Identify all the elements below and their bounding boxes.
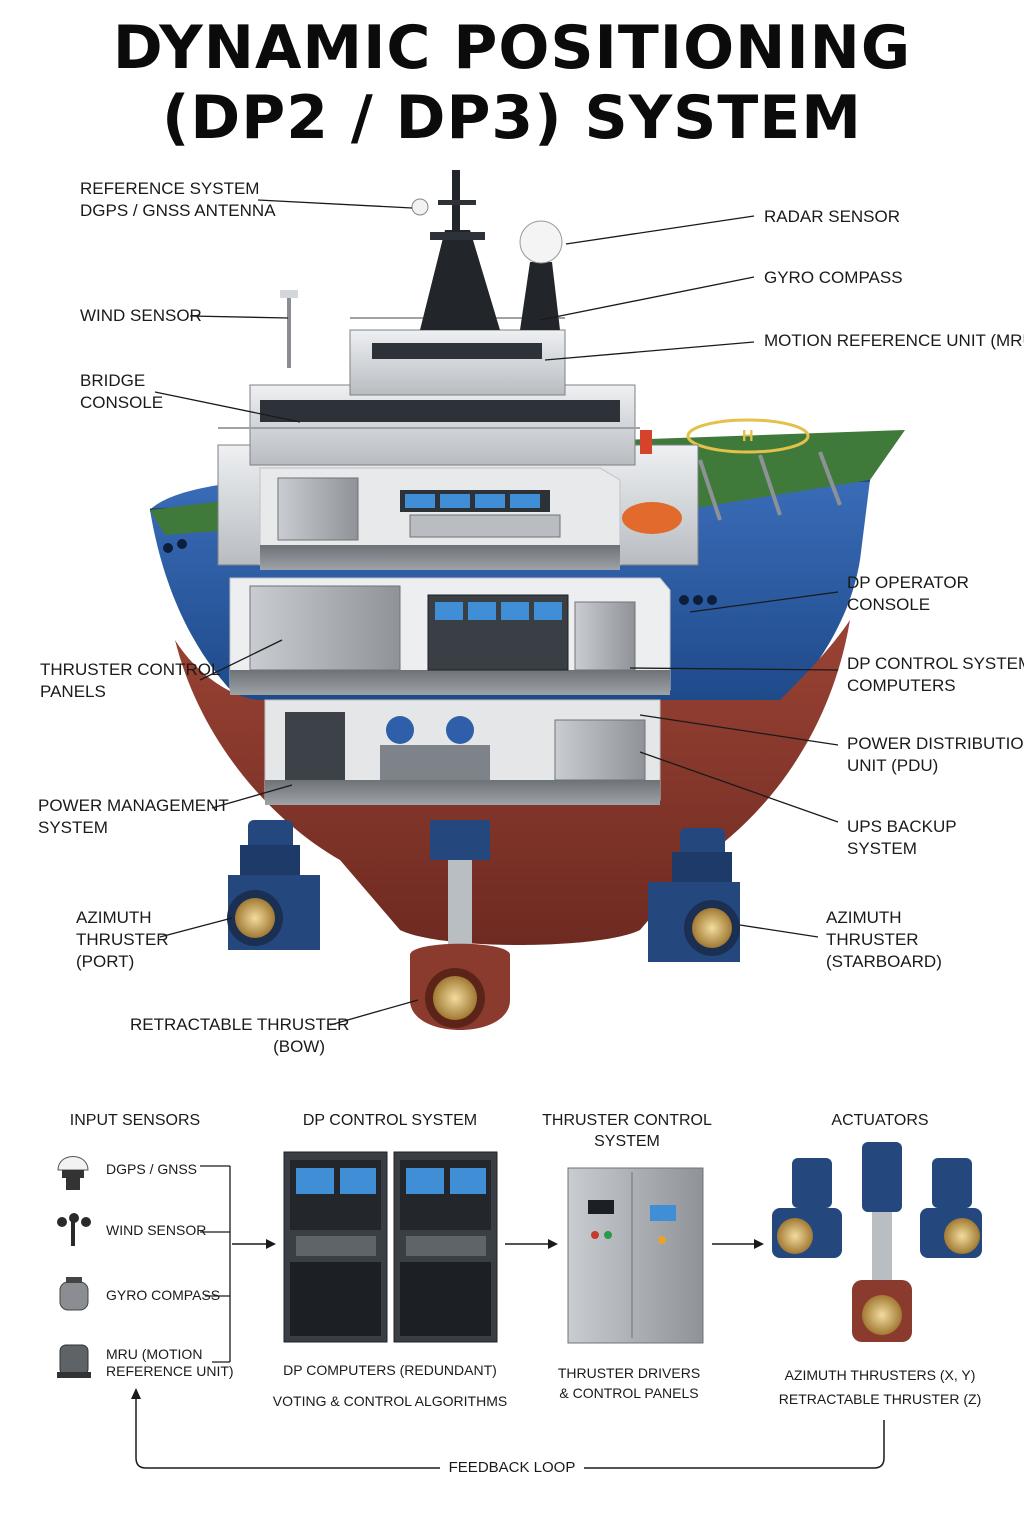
label-reference-system: REFERENCE SYSTEM DGPS / GNSS ANTENNA xyxy=(80,179,276,220)
wind-sensor-mast xyxy=(280,290,298,368)
label-thruster-control-panels: THRUSTER CONTROL PANELS xyxy=(40,660,221,701)
label-bridge-console: BRIDGE CONSOLE xyxy=(80,371,164,412)
radar-dome-icon xyxy=(519,220,563,264)
actuator-icons xyxy=(772,1142,982,1342)
flow-header-actuators: ACTUATORS xyxy=(831,1112,929,1129)
label-power-distribution-unit: POWER DISTRIBUTION UNIT (PDU) xyxy=(847,734,1024,775)
helipad-marking xyxy=(686,418,810,454)
sensor-label-wind: WIND SENSOR xyxy=(106,1222,207,1238)
crew-figure xyxy=(640,430,652,454)
label-wind-sensor: WIND SENSOR xyxy=(80,306,202,325)
label-radar-sensor: RADAR SENSOR xyxy=(764,207,901,226)
helideck-supports xyxy=(698,451,842,521)
sensor-label-gyro: GYRO COMPASS xyxy=(106,1287,221,1303)
feedback-loop-arrow xyxy=(131,1388,885,1469)
callout-leader-lines xyxy=(154,199,839,1026)
azimuth-thruster-port xyxy=(227,820,320,950)
sensor-label-dgps: DGPS / GNSS xyxy=(106,1161,198,1177)
sensor-bracket xyxy=(200,1165,231,1363)
page-title-line-2: (DP2 / DP3) SYSTEM xyxy=(162,83,862,153)
label-azimuth-thruster-starboard: AZIMUTH THRUSTER (STARBOARD) xyxy=(826,908,942,971)
flow-header-input-sensors: INPUT SENSORS xyxy=(69,1112,201,1129)
cutaway-deck-3 xyxy=(264,699,661,805)
label-retractable-thruster-bow: RETRACTABLE THRUSTER (BOW) xyxy=(130,1015,350,1056)
label-motion-reference-unit: MOTION REFERENCE UNIT (MRU) xyxy=(764,331,1024,350)
label-dp-control-computers: DP CONTROL SYSTEM COMPUTERS xyxy=(847,654,1024,695)
helipad-h-icon: H xyxy=(742,428,754,445)
label-power-management: POWER MANAGEMENT SYSTEM xyxy=(38,796,229,837)
caption-voting-algorithms: VOTING & CONTROL ALGORITHMS xyxy=(272,1393,508,1409)
flow-sensor-icons xyxy=(57,1156,91,1378)
caption-dp-computers: DP COMPUTERS (REDUNDANT) xyxy=(283,1362,497,1378)
flow-header-dp-control: DP CONTROL SYSTEM xyxy=(302,1112,478,1129)
retractable-thruster-bow xyxy=(410,820,510,1030)
flow-arrows xyxy=(232,1239,764,1249)
label-dp-operator-console: DP OPERATOR CONSOLE xyxy=(847,573,969,614)
dp-computer-rack-1 xyxy=(283,1151,388,1343)
dgps-antenna-icon xyxy=(411,198,429,216)
sensor-label-mru: MRU (MOTION REFERENCE UNIT) xyxy=(106,1346,234,1379)
feedback-loop-label: FEEDBACK LOOP xyxy=(448,1459,576,1476)
label-ups-backup: UPS BACKUP SYSTEM xyxy=(847,817,957,858)
caption-actuator-types: AZIMUTH THRUSTERS (X, Y) RETRACTABLE THR… xyxy=(778,1367,982,1407)
cutaway-deck-1 xyxy=(259,467,621,570)
thruster-control-cabinet xyxy=(567,1167,704,1344)
label-azimuth-thruster-port: AZIMUTH THRUSTER (PORT) xyxy=(76,908,169,971)
caption-thruster-drivers: THRUSTER DRIVERS & CONTROL PANELS xyxy=(557,1365,701,1401)
azimuth-thruster-starboard xyxy=(648,828,740,962)
flow-header-thruster-control: THRUSTER CONTROL SYSTEM xyxy=(542,1112,712,1150)
port-deck xyxy=(150,500,230,535)
dp-computer-rack-2 xyxy=(393,1151,498,1343)
page-title-line-1: DYNAMIC POSITIONING xyxy=(112,13,912,83)
label-gyro-compass: GYRO COMPASS xyxy=(764,268,903,287)
main-mast xyxy=(420,170,560,330)
cutaway-deck-2 xyxy=(229,577,671,695)
lifeboat xyxy=(622,502,682,534)
